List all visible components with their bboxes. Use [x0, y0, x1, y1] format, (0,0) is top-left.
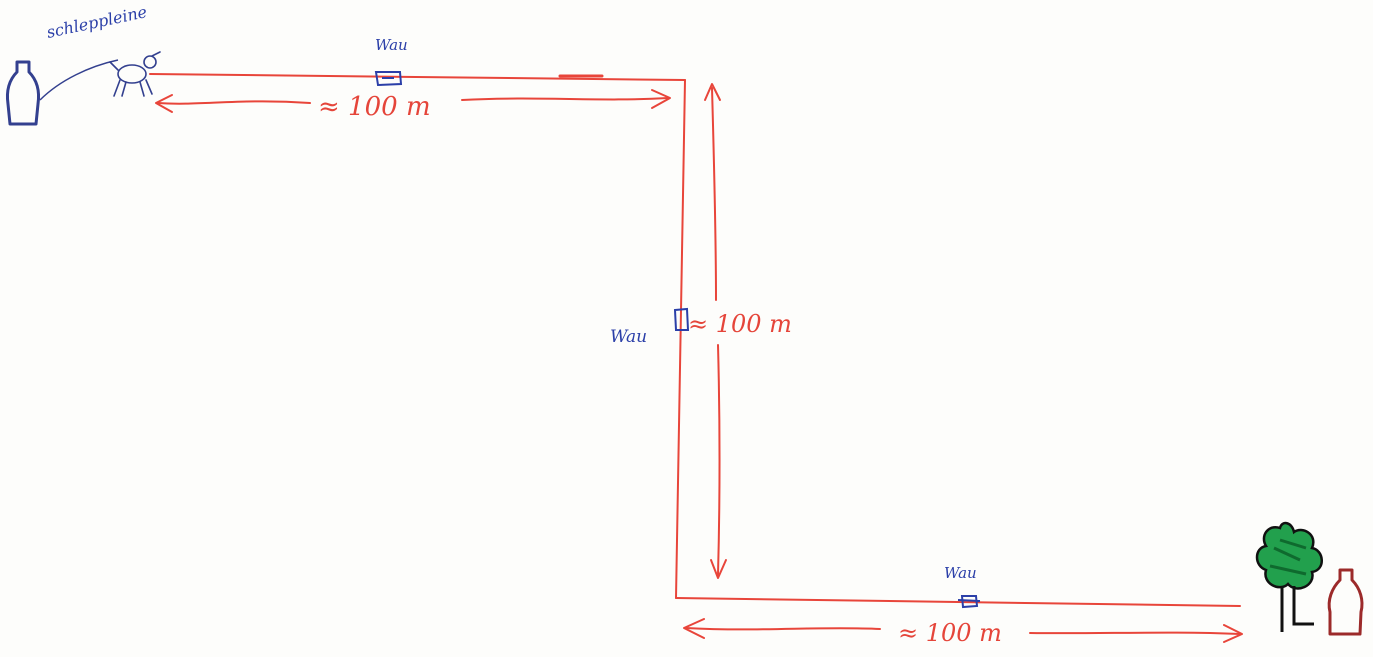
arrow-bottom-right — [1029, 631, 1241, 635]
arrowhead-bottom-left — [683, 618, 705, 639]
box-icon-top — [374, 71, 403, 87]
start-person-icon — [5, 60, 41, 126]
leash-label: schleppleine — [45, 2, 149, 42]
arrowhead-top-left — [155, 94, 173, 113]
arrow-vertical-up — [711, 87, 717, 301]
arrow-bottom-left — [685, 627, 881, 631]
box-icon-middle — [673, 307, 690, 331]
track-leg-bottom — [675, 597, 1241, 607]
dog-icon — [109, 51, 161, 97]
item-label-middle: Wau — [610, 327, 647, 347]
distance-label-bottom: ≈ 100 m — [898, 619, 1002, 647]
arrow-top-left — [157, 100, 311, 105]
tree-icon — [1255, 521, 1323, 632]
arrowhead-vertical-up — [704, 83, 721, 101]
track-leg-top — [149, 73, 686, 81]
end-person-icon — [1327, 568, 1364, 636]
box-icon-bottom — [957, 595, 981, 609]
leash-line — [39, 59, 119, 101]
arrowhead-vertical-down — [710, 559, 727, 579]
item-bottom: Wau — [944, 564, 981, 609]
item-middle: Wau — [610, 307, 690, 347]
track-path — [149, 73, 1241, 607]
item-label-bottom: Wau — [944, 564, 977, 582]
item-top: Wau — [374, 36, 408, 87]
arrow-vertical-down — [717, 344, 721, 576]
arrow-top-right — [461, 97, 669, 101]
item-label-top: Wau — [375, 36, 408, 54]
arrowhead-bottom-right — [1223, 624, 1243, 643]
track-leg-vertical — [675, 79, 686, 599]
arrowhead-top-right — [651, 89, 671, 109]
distance-label-middle: ≈ 100 m — [688, 310, 792, 338]
distance-label-top: ≈ 100 m — [318, 92, 431, 122]
distance-arrows — [155, 83, 1243, 643]
